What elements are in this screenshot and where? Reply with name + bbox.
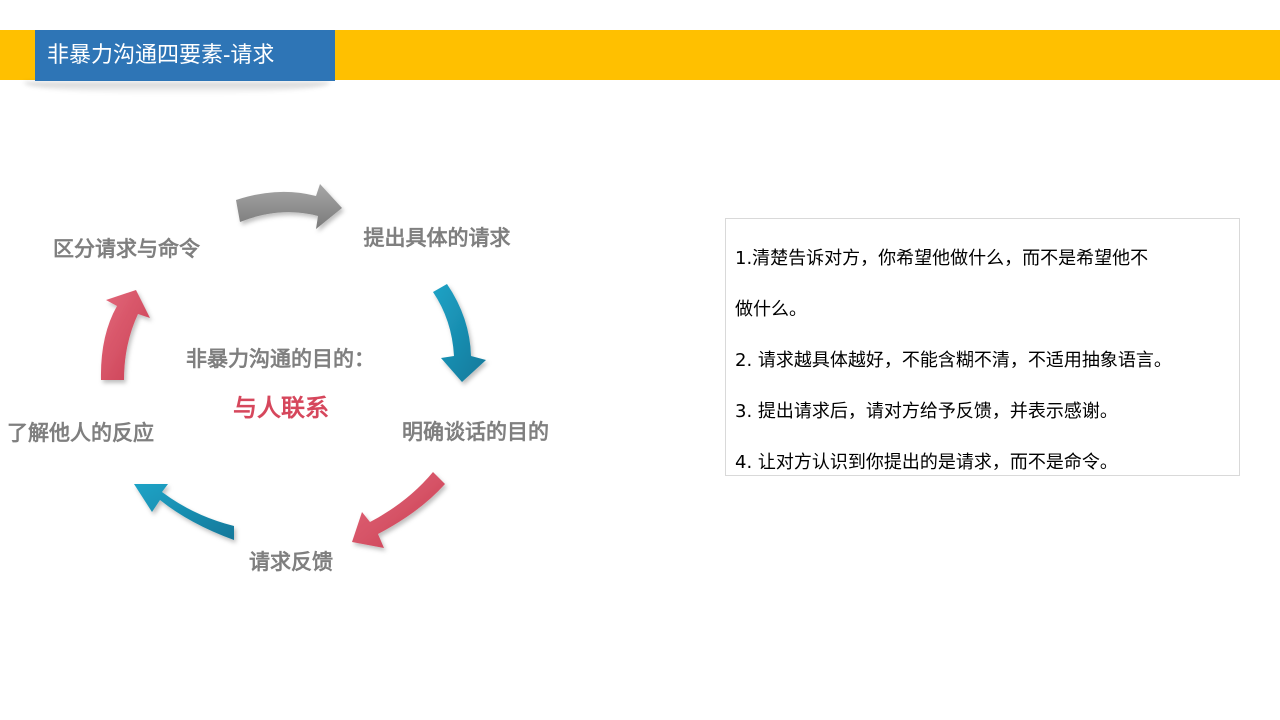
arrow-left bbox=[100, 290, 150, 380]
arrow-bottom-right bbox=[352, 472, 445, 548]
step-label-understand-response: 了解他人的反应 bbox=[7, 421, 154, 445]
cycle-center-value: 与人联系 bbox=[233, 394, 329, 422]
step-label-specific-request: 提出具体的请求 bbox=[363, 226, 511, 250]
note-line: 1.清楚告诉对方，你希望他做什么，而不是希望他不 bbox=[735, 248, 1149, 269]
arrow-right bbox=[433, 284, 486, 382]
arrow-bottom-left bbox=[134, 484, 234, 540]
step-label-distinguish-request-command: 区分请求与命令 bbox=[53, 237, 200, 261]
note-line: 4. 让对方认识到你提出的是请求，而不是命令。 bbox=[735, 452, 1118, 473]
note-line: 3. 提出请求后，请对方给予反馈，并表示感谢。 bbox=[735, 401, 1118, 422]
step-label-request-feedback: 请求反馈 bbox=[249, 550, 333, 574]
title-shadow bbox=[24, 82, 330, 94]
page-title: 非暴力沟通四要素-请求 bbox=[35, 30, 335, 81]
note-line: 做什么。 bbox=[735, 299, 807, 320]
cycle-center-title: 非暴力沟通的目的： bbox=[186, 347, 375, 371]
notes-box: 1.清楚告诉对方，你希望他做什么，而不是希望他不 做什么。 2. 请求越具体越好… bbox=[725, 218, 1240, 476]
note-line: 2. 请求越具体越好，不能含糊不清，不适用抽象语言。 bbox=[735, 350, 1172, 371]
arrow-top bbox=[236, 184, 342, 229]
step-label-clarify-purpose: 明确谈话的目的 bbox=[402, 420, 549, 444]
